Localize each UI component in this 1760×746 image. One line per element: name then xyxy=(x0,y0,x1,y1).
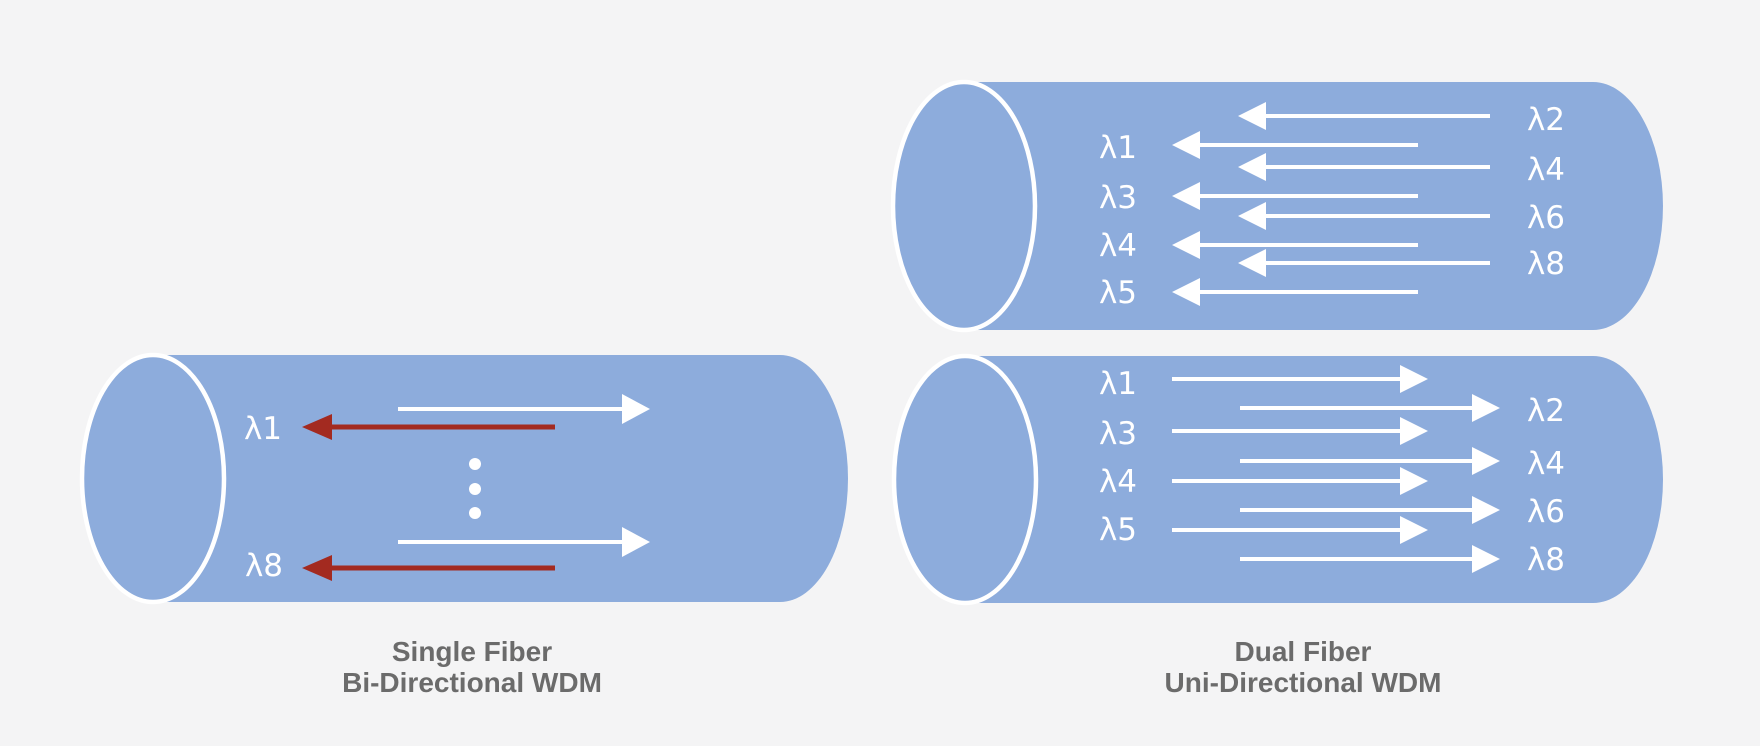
wavelength-label: λ8 xyxy=(1527,542,1565,578)
fiber-end-face xyxy=(890,79,1038,333)
arrow-left-white xyxy=(1172,231,1418,259)
arrow-left-red xyxy=(302,555,555,581)
arrow-left-white xyxy=(1238,202,1490,230)
ellipsis-dots xyxy=(469,458,481,519)
wavelength-label: λ2 xyxy=(1527,102,1565,138)
caption-dual-fiber: Dual Fiber Uni-Directional WDM xyxy=(1083,636,1523,698)
wavelength-label: λ1 xyxy=(244,411,282,447)
arrow-right-white xyxy=(1172,467,1428,495)
arrow-right-white xyxy=(1240,496,1500,524)
arrow-left-white xyxy=(1238,102,1490,130)
arrow-left-white xyxy=(1238,153,1490,181)
arrow-right-white xyxy=(1240,545,1500,573)
caption-single-fiber: Single Fiber Bi-Directional WDM xyxy=(252,636,692,698)
wavelength-label: λ8 xyxy=(245,548,283,584)
wavelength-label: λ3 xyxy=(1099,180,1137,216)
arrow-left-white xyxy=(1172,278,1418,306)
arrow-right-white xyxy=(1240,394,1500,422)
arrow-left-red xyxy=(302,414,555,440)
caption-line: Single Fiber xyxy=(391,636,553,667)
wavelength-label: λ6 xyxy=(1527,494,1565,530)
arrow-right-white xyxy=(1240,447,1500,475)
wavelength-label: λ1 xyxy=(1099,366,1137,402)
dual-fiber-transmit-cylinder: λ1 λ3 λ4 λ5 λ2 λ4 λ6 λ8 xyxy=(891,353,1663,606)
wavelength-label: λ8 xyxy=(1527,246,1565,282)
wavelength-label: λ5 xyxy=(1099,512,1137,548)
arrow-left-white xyxy=(1238,249,1490,277)
wavelength-label: λ4 xyxy=(1527,152,1565,188)
wavelength-label: λ6 xyxy=(1527,200,1565,236)
wavelength-label: λ5 xyxy=(1099,275,1137,311)
dual-fiber-receive-cylinder: λ1 λ3 λ4 λ5 λ2 λ4 λ6 λ8 xyxy=(890,79,1663,333)
wavelength-label: λ4 xyxy=(1099,464,1137,500)
single-fiber-cylinder: λ1 λ8 xyxy=(79,352,848,605)
caption-line: Bi-Directional WDM xyxy=(342,667,602,698)
arrow-left-white xyxy=(1172,182,1418,210)
arrow-right-white xyxy=(1172,365,1428,393)
fiber-end-face xyxy=(79,352,227,605)
wavelength-label: λ4 xyxy=(1099,228,1137,264)
arrow-left-white xyxy=(1172,131,1418,159)
caption-line: Uni-Directional WDM xyxy=(1164,667,1442,698)
arrow-right-white xyxy=(1172,516,1428,544)
arrow-right-white xyxy=(1172,417,1428,445)
wavelength-label: λ3 xyxy=(1099,416,1137,452)
caption-line: Dual Fiber xyxy=(1234,636,1372,667)
wavelength-label: λ2 xyxy=(1527,393,1565,429)
fiber-end-face xyxy=(891,353,1039,606)
arrow-right-white xyxy=(398,527,650,557)
wavelength-label: λ4 xyxy=(1527,446,1565,482)
fiber-body xyxy=(964,82,1663,330)
arrow-right-white xyxy=(398,394,650,424)
wavelength-label: λ1 xyxy=(1099,130,1137,166)
